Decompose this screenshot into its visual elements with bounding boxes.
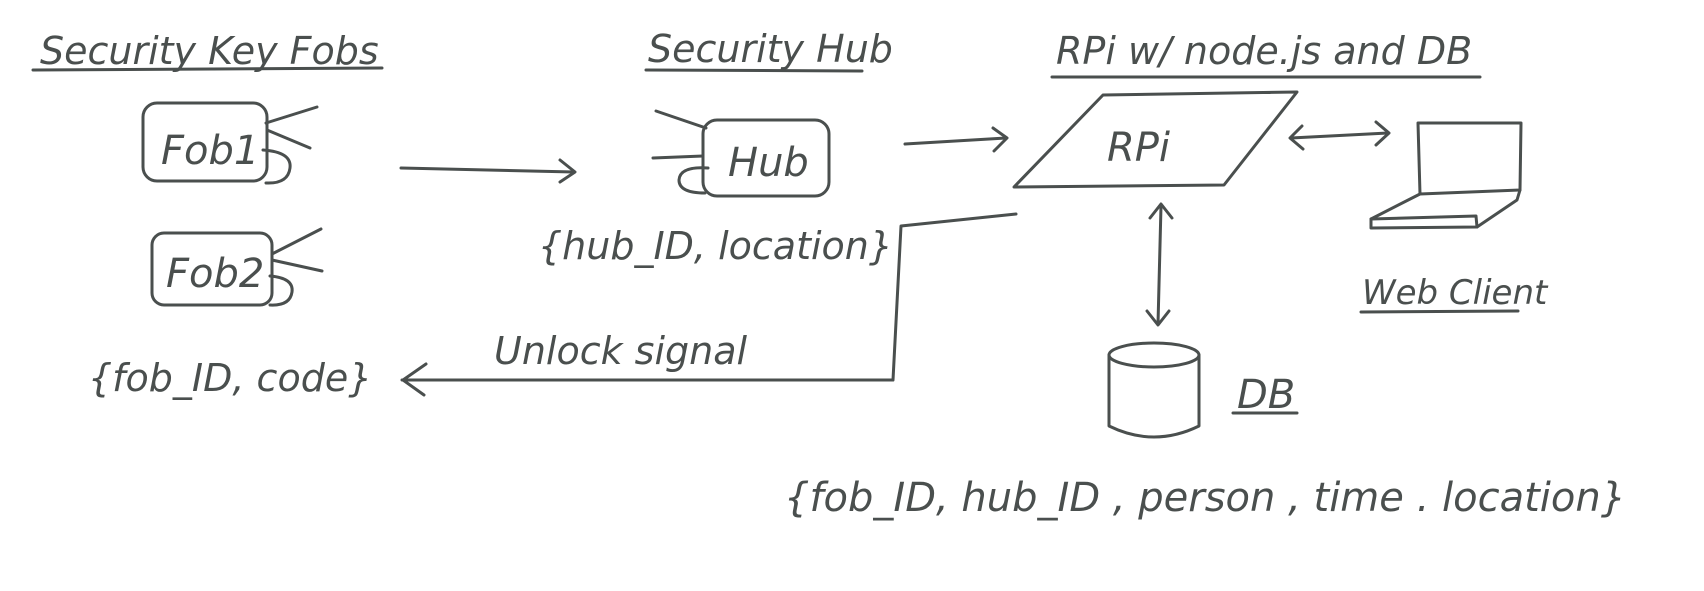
hub-title: Security Hub bbox=[648, 27, 893, 71]
fob1-label: Fob1 bbox=[161, 128, 259, 174]
arrow-hub-to-rpi bbox=[903, 126, 1009, 153]
web-client-label: Web Client bbox=[1362, 273, 1549, 313]
fobs-title: Security Key Fobs bbox=[40, 29, 379, 73]
arrow-unlock-signal bbox=[400, 212, 1018, 397]
db-label: DB bbox=[1237, 372, 1295, 418]
rpi-title: RPi w/ node.js and DB bbox=[1056, 29, 1472, 73]
fobs-title-underline bbox=[31, 66, 384, 72]
hub-data-fields: {hub_ID, location} bbox=[538, 224, 893, 268]
raspberry-pi-icon bbox=[1012, 90, 1299, 189]
database-icon bbox=[1107, 341, 1201, 439]
hub-title-underline bbox=[644, 68, 864, 73]
arrow-rpi-client bbox=[1288, 120, 1391, 151]
laptop-icon bbox=[1369, 121, 1523, 230]
hub-icon bbox=[651, 109, 831, 198]
web-client-underline bbox=[1359, 309, 1520, 314]
fob2-label: Fob2 bbox=[166, 251, 264, 297]
rpi-label: RPi bbox=[1107, 125, 1170, 171]
arrow-rpi-db bbox=[1145, 202, 1174, 327]
unlock-signal-label: Unlock signal bbox=[494, 329, 748, 373]
db-data-fields: {fob_ID, hub_ID , person , time . locati… bbox=[784, 475, 1626, 521]
fob-data-fields: {fob_ID, code} bbox=[88, 356, 372, 400]
arrow-fob-to-hub bbox=[399, 158, 577, 184]
key-fob-icon bbox=[150, 227, 324, 307]
key-fob-icon bbox=[141, 101, 319, 185]
hub-label: Hub bbox=[728, 140, 809, 186]
